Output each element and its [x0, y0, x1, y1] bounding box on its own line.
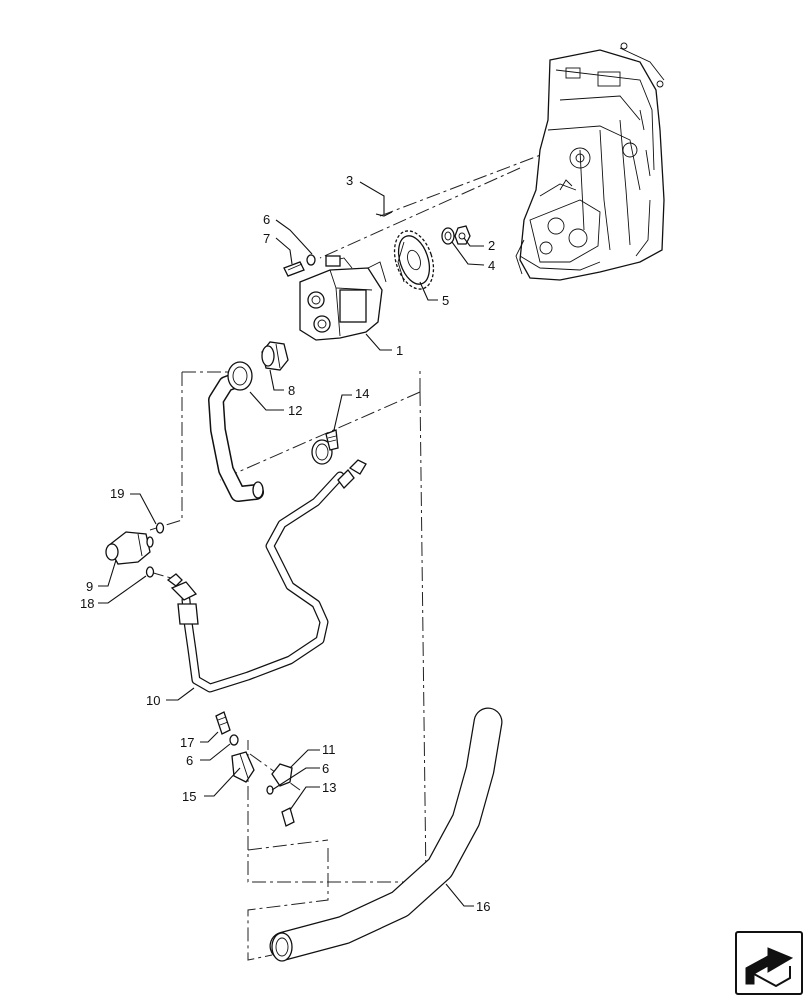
callout-14: 14	[355, 386, 369, 401]
callout-19: 19	[110, 486, 124, 501]
pump-body	[299, 255, 387, 341]
callout-15: 15	[182, 789, 196, 804]
callout-1: 1	[396, 343, 403, 358]
leader-lines	[98, 181, 485, 907]
elbow-fitting	[105, 531, 154, 565]
callout-17: 17	[180, 735, 194, 750]
pipe-clip	[266, 763, 295, 827]
pump-outlet-fitting	[261, 341, 289, 371]
callout-6-pump: 6	[263, 212, 270, 227]
suction-hose	[208, 361, 264, 502]
callout-2: 2	[488, 238, 495, 253]
oil-pipe	[166, 459, 367, 693]
assembly-center-lines	[149, 139, 581, 961]
callout-4: 4	[488, 258, 495, 273]
callout-18: 18	[80, 596, 94, 611]
callout-13: 13	[322, 780, 336, 795]
pump-bolt	[283, 254, 316, 277]
gear-nut-and-washer	[441, 225, 471, 245]
callout-3: 3	[346, 173, 353, 188]
engine-block	[515, 42, 665, 281]
callout-6-bracket: 6	[186, 753, 193, 768]
breather-hose	[269, 707, 503, 962]
callout-8: 8	[288, 383, 295, 398]
pipe-bracket	[215, 711, 255, 783]
callout-16: 16	[476, 899, 490, 914]
callout-9: 9	[86, 579, 93, 594]
callout-11: 11	[322, 742, 336, 757]
callout-12: 12	[288, 403, 302, 418]
callout-6-clip: 6	[322, 761, 329, 776]
callout-5: 5	[442, 293, 449, 308]
drive-gear	[393, 230, 435, 290]
o-rings	[145, 522, 165, 578]
callout-labels: 3 6 7 2 4 5 1 8 12 14 19 9 18 10 17 6 15…	[80, 173, 495, 914]
callout-7: 7	[263, 231, 270, 246]
next-page-arrow-icon[interactable]	[735, 931, 803, 995]
callout-10: 10	[146, 693, 160, 708]
hose-clamp	[311, 429, 339, 465]
